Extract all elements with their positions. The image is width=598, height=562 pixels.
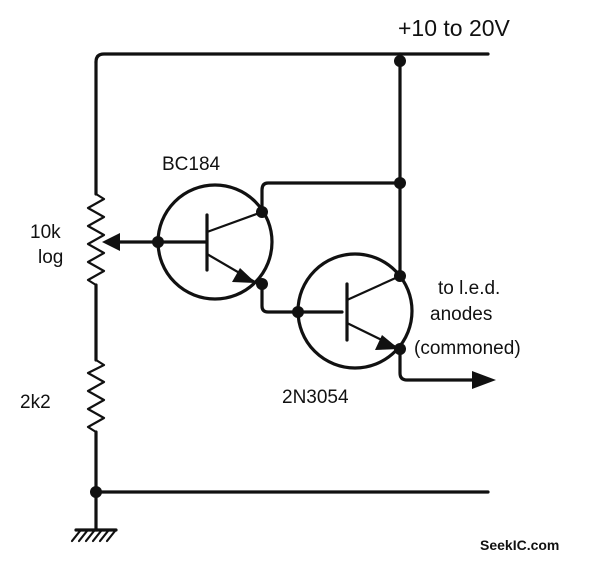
junction-dot [90, 486, 102, 498]
output-arrow [398, 347, 496, 389]
junction-dot [292, 306, 304, 318]
resistor-label: 2k2 [20, 392, 51, 413]
output-label-line2: anodes [430, 304, 492, 325]
supply-rail [94, 52, 490, 64]
junction-dot [394, 55, 406, 67]
pot-value-label: 10k [30, 222, 61, 243]
junction-dot [152, 236, 164, 248]
junction-dot [256, 278, 268, 290]
junction-dots [90, 55, 406, 498]
bc184-label: BC184 [162, 154, 221, 175]
ground-symbol [70, 528, 118, 543]
junction-dot [394, 270, 406, 282]
junction-dot [394, 177, 406, 189]
output-label-line1: to l.e.d. [438, 278, 500, 299]
junction-dot [256, 206, 268, 218]
darlington-link [260, 282, 344, 314]
watermark-text: SeekIC.com [480, 537, 559, 553]
resistor-2k2 [86, 358, 106, 532]
wiper-arrow [102, 233, 160, 251]
potentiometer [86, 192, 106, 362]
2n3054-label: 2N3054 [282, 387, 349, 408]
transistor-bc184 [156, 183, 274, 301]
pot-taper-label: log [38, 247, 63, 268]
collector-bus [260, 52, 402, 278]
junction-dot [394, 343, 406, 355]
supply-voltage-label: +10 to 20V [398, 15, 511, 41]
output-label-line3: (commoned) [414, 338, 521, 359]
